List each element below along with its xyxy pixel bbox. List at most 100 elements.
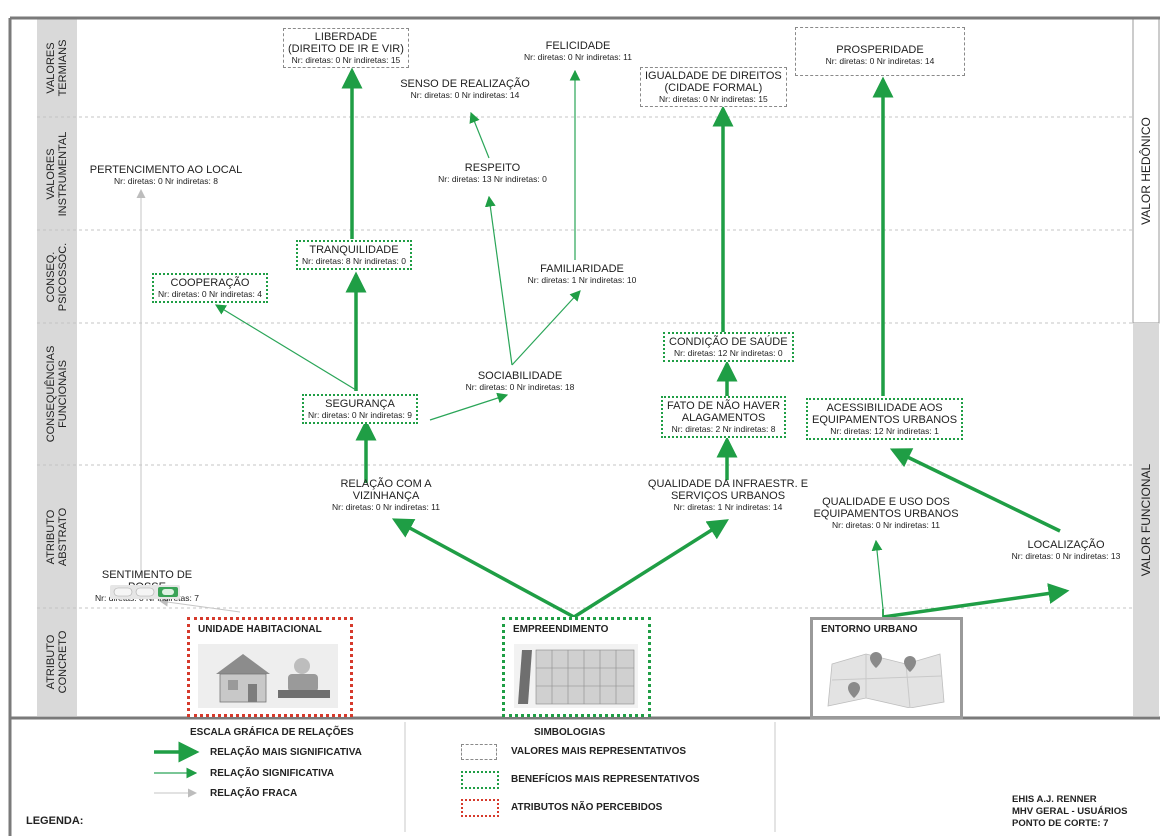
node-alagamentos-stats: Nr: diretas: 2 Nr indiretas: 8 <box>671 424 776 434</box>
arrow-unidade-posse <box>159 597 241 613</box>
arrow-localizacao-acessibilidade <box>889 448 1061 533</box>
node-tranquilidade[interactable]: TRANQUILIDADE Nr: diretas: 8 Nr indireta… <box>296 240 412 270</box>
row-label-column <box>37 18 77 716</box>
node-pertencimento[interactable]: PERTENCIMENTO AO LOCAL Nr: diretas: 0 Nr… <box>82 164 250 187</box>
node-localizacao-title: LOCALIZAÇÃO <box>1027 539 1105 551</box>
legend-symbols-heading: SIMBOLOGIAS <box>534 727 606 738</box>
node-cooperacao[interactable]: COOPERAÇÃO Nr: diretas: 0 Nr indiretas: … <box>152 273 268 303</box>
hedonic-band <box>1132 17 1160 324</box>
node-infraestrutura-stats: Nr: diretas: 1 Nr indiretas: 14 <box>673 502 783 512</box>
concrete-entorno-label: ENTORNO URBANO <box>821 624 918 635</box>
node-tranquilidade-title: TRANQUILIDADE <box>309 244 399 256</box>
legend-arrow-samples <box>154 741 200 798</box>
map-pins-icon <box>827 652 945 708</box>
node-felicidade-stats: Nr: diretas: 0 Nr indiretas: 11 <box>523 52 633 62</box>
credit-cutoff: PONTO DE CORTE: 7 <box>1012 818 1109 829</box>
arrow-entorno-localizacao <box>882 583 1070 619</box>
node-felicidade-title: FELICIDADE <box>545 40 611 52</box>
node-realizacao[interactable]: SENSO DE REALIZAÇÃO Nr: diretas: 0 Nr in… <box>385 78 545 101</box>
legend-scale-heading: ESCALA GRÁFICA DE RELAÇÕES <box>190 727 354 738</box>
arrow-respeito-realizacao <box>469 111 490 159</box>
arrow-sociabilidade-familiaridade <box>511 290 581 366</box>
node-familiaridade-title: FAMILIARIDADE <box>540 263 624 275</box>
legend-strong-label: RELAÇÃO MAIS SIGNIFICATIVA <box>210 747 362 758</box>
concrete-empreendimento[interactable]: EMPREENDIMENTO <box>502 617 651 717</box>
concrete-entorno-urbano[interactable]: ENTORNO URBANO <box>810 617 963 719</box>
node-equipamentos-stats: Nr: diretas: 0 Nr indiretas: 11 <box>831 520 941 530</box>
house-illustration-icon <box>198 644 338 708</box>
legend-gray-label: VALORES MAIS REPRESENTATIVOS <box>511 746 687 757</box>
node-localizacao-stats: Nr: diretas: 0 Nr indiretas: 13 <box>1011 551 1121 561</box>
node-respeito-stats: Nr: diretas: 13 Nr indiretas: 0 <box>438 174 547 184</box>
credit-author: EHIS A.J. RENNER <box>1012 794 1097 805</box>
credit-subtitle: MHV GERAL - USUÁRIOS <box>1012 806 1128 817</box>
node-tranquilidade-stats: Nr: diretas: 8 Nr indiretas: 0 <box>302 256 406 266</box>
node-cooperacao-stats: Nr: diretas: 0 Nr indiretas: 4 <box>158 289 262 299</box>
functional-band <box>1133 323 1159 716</box>
node-pertencimento-stats: Nr: diretas: 0 Nr indiretas: 8 <box>114 176 218 186</box>
node-pertencimento-title: PERTENCIMENTO AO LOCAL <box>89 164 243 176</box>
node-acessibilidade-stats: Nr: diretas: 12 Nr indiretas: 1 <box>830 426 939 436</box>
node-seguranca-title: SEGURANÇA <box>325 398 395 410</box>
concrete-unidade-habitacional[interactable]: UNIDADE HABITACIONAL <box>187 617 353 717</box>
legend-green-label: BENEFÍCIOS MAIS REPRESENTATIVOS <box>511 774 700 785</box>
node-igualdade-title: IGUALDADE DE DIREITOS (CIDADE FORMAL) <box>645 70 782 94</box>
legend-gray-swatch <box>461 744 497 760</box>
node-saude-stats: Nr: diretas: 12 Nr indiretas: 0 <box>673 348 783 358</box>
node-seguranca[interactable]: SEGURANÇA Nr: diretas: 0 Nr indiretas: 9 <box>302 394 418 424</box>
arrow-sociabilidade-respeito <box>484 195 513 366</box>
legend-medium-label: RELAÇÃO SIGNIFICATIVA <box>210 768 335 779</box>
node-infraestrutura-title: QUALIDADE DA INFRAESTR. E SERVIÇOS URBAN… <box>647 478 809 502</box>
node-realizacao-stats: Nr: diretas: 0 Nr indiretas: 14 <box>410 90 520 100</box>
node-vizinhanca-title: RELAÇÃO COM A VIZINHANÇA <box>340 478 432 502</box>
node-prosperidade[interactable]: PROSPERIDADE Nr: diretas: 0 Nr indiretas… <box>795 27 965 76</box>
node-saude[interactable]: CONDIÇÃO DE SAÚDE Nr: diretas: 12 Nr ind… <box>663 332 794 362</box>
arrow-seguranca-sociabilidade <box>429 392 509 421</box>
concrete-empreendimento-label: EMPREENDIMENTO <box>513 624 609 635</box>
node-igualdade-stats: Nr: diretas: 0 Nr indiretas: 15 <box>659 94 768 104</box>
node-vizinhanca[interactable]: RELAÇÃO COM A VIZINHANÇA Nr: diretas: 0 … <box>316 478 456 513</box>
legend-weak-label: RELAÇÃO FRACA <box>210 788 298 799</box>
node-seguranca-stats: Nr: diretas: 0 Nr indiretas: 9 <box>308 410 412 420</box>
node-prosperidade-title: PROSPERIDADE <box>836 44 924 56</box>
node-prosperidade-stats: Nr: diretas: 0 Nr indiretas: 14 <box>825 56 935 66</box>
node-sociabilidade-stats: Nr: diretas: 0 Nr indiretas: 18 <box>465 382 575 392</box>
arrow-entorno-equipamentos <box>871 539 884 610</box>
node-liberdade-title: LIBERDADE (DIREITO DE IR E VIR) <box>288 31 404 55</box>
node-alagamentos-title: FATO DE NÃO HAVER ALAGAMENTOS <box>667 400 781 424</box>
node-localizacao[interactable]: LOCALIZAÇÃO Nr: diretas: 0 Nr indiretas:… <box>1000 539 1132 562</box>
legend-green-swatch <box>461 771 499 789</box>
posse-indicator-graphic <box>110 585 180 599</box>
site-plan-icon <box>514 644 638 708</box>
node-familiaridade[interactable]: FAMILIARIDADE Nr: diretas: 1 Nr indireta… <box>518 263 646 286</box>
node-saude-title: CONDIÇÃO DE SAÚDE <box>669 336 788 348</box>
node-liberdade-stats: Nr: diretas: 0 Nr indiretas: 15 <box>291 55 401 65</box>
node-igualdade[interactable]: IGUALDADE DE DIREITOS (CIDADE FORMAL) Nr… <box>640 67 787 107</box>
node-respeito-title: RESPEITO <box>464 162 521 174</box>
arrow-empreendimento-vizinhanca <box>391 518 575 619</box>
node-sociabilidade-title: SOCIABILIDADE <box>477 370 563 382</box>
arrow-seguranca-cooperacao <box>214 304 357 391</box>
concrete-unidade-label: UNIDADE HABITACIONAL <box>198 624 322 635</box>
node-felicidade[interactable]: FELICIDADE Nr: diretas: 0 Nr indiretas: … <box>518 40 638 63</box>
arrow-empreendimento-infraestrutura <box>573 519 729 619</box>
legend-title: LEGENDA: <box>26 815 84 827</box>
legend-red-label: ATRIBUTOS NÃO PERCEBIDOS <box>511 802 663 813</box>
node-equipamentos-title: QUALIDADE E USO DOS EQUIPAMENTOS URBANOS <box>813 496 959 520</box>
node-familiaridade-stats: Nr: diretas: 1 Nr indiretas: 10 <box>527 275 637 285</box>
node-liberdade[interactable]: LIBERDADE (DIREITO DE IR E VIR) Nr: dire… <box>283 28 409 68</box>
node-acessibilidade[interactable]: ACESSIBILIDADE AOS EQUIPAMENTOS URBANOS … <box>806 398 964 440</box>
node-cooperacao-title: COOPERAÇÃO <box>170 277 250 289</box>
node-infraestrutura[interactable]: QUALIDADE DA INFRAESTR. E SERVIÇOS URBAN… <box>638 478 818 513</box>
node-equipamentos[interactable]: QUALIDADE E USO DOS EQUIPAMENTOS URBANOS… <box>806 496 966 531</box>
node-sociabilidade[interactable]: SOCIABILIDADE Nr: diretas: 0 Nr indireta… <box>455 370 585 393</box>
node-vizinhanca-stats: Nr: diretas: 0 Nr indiretas: 11 <box>331 502 441 512</box>
node-alagamentos[interactable]: FATO DE NÃO HAVER ALAGAMENTOS Nr: direta… <box>661 396 787 438</box>
legend-red-swatch <box>461 799 499 817</box>
node-acessibilidade-title: ACESSIBILIDADE AOS EQUIPAMENTOS URBANOS <box>812 402 958 426</box>
node-respeito[interactable]: RESPEITO Nr: diretas: 13 Nr indiretas: 0 <box>430 162 555 185</box>
node-realizacao-title: SENSO DE REALIZAÇÃO <box>400 78 530 90</box>
